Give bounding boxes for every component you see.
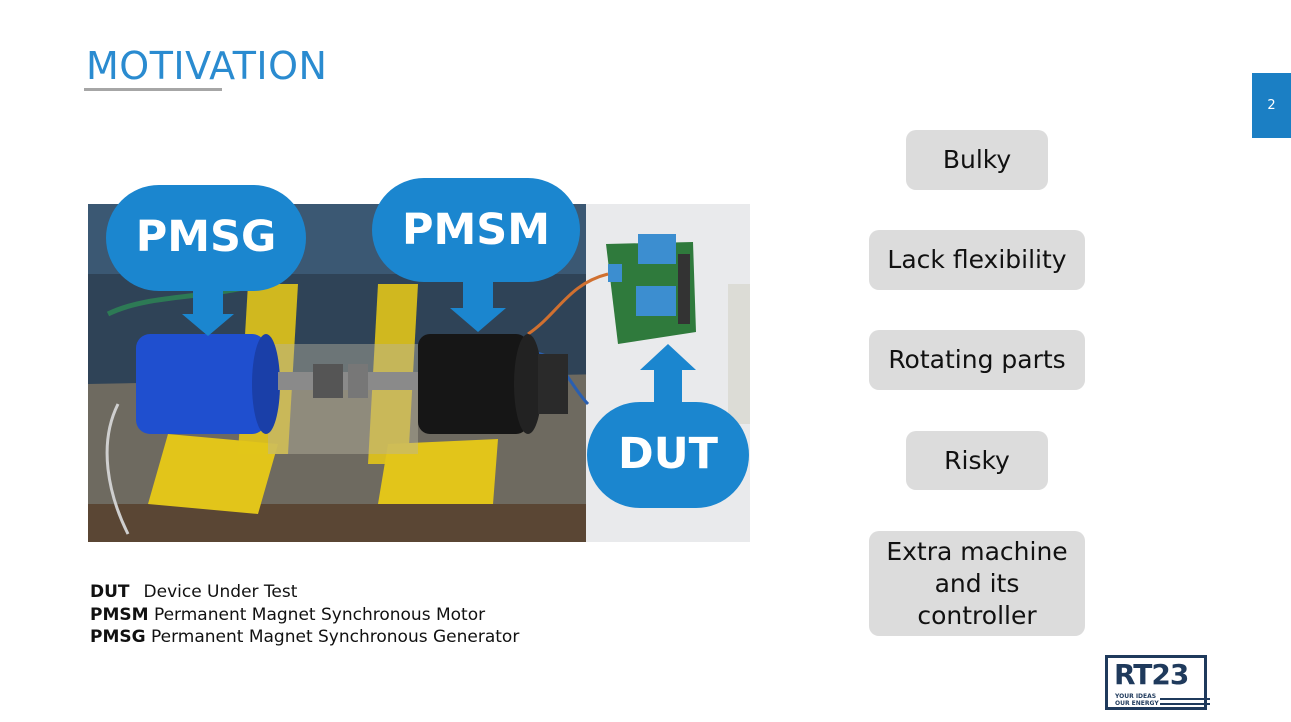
- issue-label: Rotating parts: [888, 345, 1066, 374]
- title-underline: [84, 88, 222, 91]
- issue-pill-extra-machine: Extra machine and its controller: [869, 531, 1085, 636]
- logo-tagline: YOUR IDEAS OUR ENERGY: [1115, 693, 1159, 707]
- issue-label: Extra machine and its controller: [886, 536, 1068, 630]
- test-bench-illustration: [88, 204, 750, 542]
- issue-label: Bulky: [942, 145, 1012, 174]
- issue-label: Risky: [944, 445, 1010, 475]
- issue-pill-lack-flexibility: Lack flexibility: [869, 230, 1085, 290]
- issue-pill-rotating-parts: Rotating parts: [869, 330, 1085, 390]
- rt23-logo: RT23 YOUR IDEAS OUR ENERGY: [1105, 655, 1210, 710]
- legend-text: Permanent Magnet Synchronous Motor: [153, 604, 486, 625]
- logo-tagline-2: OUR ENERGY: [1115, 700, 1159, 707]
- callout-shapes: [182, 282, 696, 404]
- legend-abbr: PMSG: [90, 627, 146, 647]
- abbreviation-legend: DUT Device Under Test PMSM Permanent Magn…: [90, 581, 519, 649]
- legend-abbr: DUT: [90, 582, 130, 602]
- pmsg-label: PMSG: [135, 212, 277, 262]
- page-number: 2: [1267, 98, 1276, 113]
- issue-pill-bulky: Bulky: [906, 130, 1048, 190]
- slide-title: MOTIVATION: [86, 44, 328, 88]
- legend-row-pmsg: PMSG Permanent Magnet Synchronous Genera…: [90, 626, 519, 649]
- legend-text: Device Under Test: [143, 582, 298, 602]
- pmsm-label: PMSM: [401, 205, 551, 255]
- page-number-tab: 2: [1252, 73, 1291, 138]
- logo-tagline-1: YOUR IDEAS: [1115, 693, 1157, 700]
- dut-label: DUT: [618, 429, 718, 479]
- test-bench-photo: [88, 204, 750, 542]
- logo-text: RT23: [1114, 658, 1189, 691]
- legend-text: Permanent Magnet Synchronous Generator: [150, 627, 520, 647]
- issue-pill-risky: Risky: [906, 431, 1048, 490]
- logo-stripe: [1160, 703, 1210, 705]
- legend-row-pmsm: PMSM Permanent Magnet Synchronous Motor: [90, 604, 519, 627]
- legend-abbr: PMSM: [90, 604, 149, 625]
- issue-label: Lack flexibility: [887, 245, 1067, 274]
- legend-row-dut: DUT Device Under Test: [90, 581, 519, 604]
- logo-stripe: [1160, 698, 1210, 700]
